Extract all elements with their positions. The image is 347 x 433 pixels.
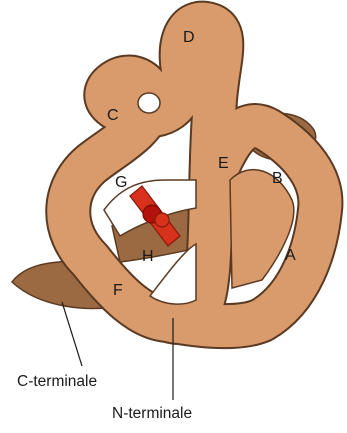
c-terminal-label: C-terminale: [17, 373, 97, 390]
helix-label-h: H: [142, 248, 154, 265]
helix-label-a: A: [285, 247, 296, 264]
terminal-captions: C-terminale N-terminale: [17, 373, 192, 422]
helix-label-f: F: [113, 282, 123, 299]
helix-label-g: G: [115, 174, 127, 191]
helix-label-e: E: [218, 155, 229, 172]
helix-label-d: D: [183, 29, 195, 46]
n-terminal-label: N-terminale: [112, 405, 192, 422]
loop-c-hole: [138, 93, 160, 113]
helix-label-b: B: [272, 170, 283, 187]
helix-label-c: C: [107, 107, 119, 124]
c-terminal-leader: [62, 302, 82, 366]
